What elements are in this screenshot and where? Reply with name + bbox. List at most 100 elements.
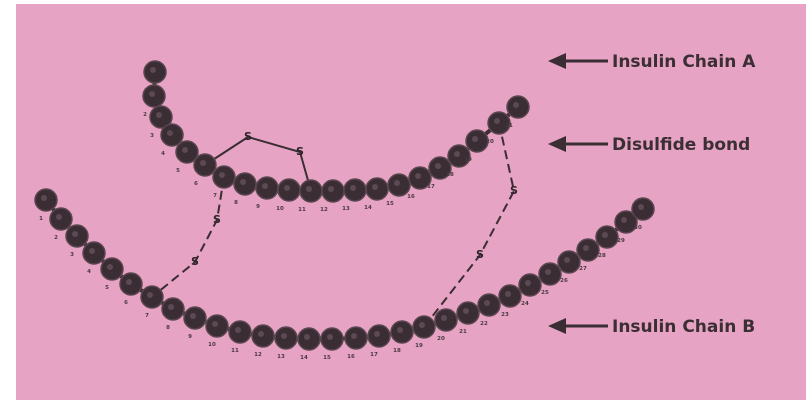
chain-a-residue-highlight xyxy=(513,102,519,108)
chain-a-residue-number: 7 xyxy=(213,193,217,199)
chain-b-residue-number: 28 xyxy=(598,253,606,259)
chain-a-residue-highlight xyxy=(350,185,356,191)
chain-b-residue-highlight xyxy=(327,334,333,340)
chain-a-residue-highlight xyxy=(156,112,162,118)
chain-a-residue-highlight xyxy=(240,179,246,185)
sulfur-atom: S xyxy=(476,248,484,261)
chain-a-residue-highlight xyxy=(219,172,225,178)
chain-b-residue-number: 11 xyxy=(231,348,239,354)
chain-b-residue-number: 16 xyxy=(347,354,355,360)
chain-a-residue-highlight xyxy=(454,151,460,157)
chain-b-residue-highlight xyxy=(351,333,357,339)
chain-b-residue-number: 18 xyxy=(393,348,401,354)
chain-b-residue-highlight xyxy=(56,214,62,220)
chain-b-residue-highlight xyxy=(72,231,78,237)
chain-b-residue-highlight xyxy=(602,232,608,238)
chain-a-residue-highlight xyxy=(200,160,206,166)
chain-a-residue-number: 20 xyxy=(486,139,494,145)
chain-b-residue-number: 13 xyxy=(277,354,285,360)
chain-b-residue-highlight xyxy=(564,257,570,263)
chain-b-residue-number: 19 xyxy=(415,343,423,349)
chain-a-residue-highlight xyxy=(306,186,312,192)
chain-b-residue-number: 12 xyxy=(254,352,262,358)
chain-a-residue-number: 21 xyxy=(505,123,513,129)
chain-a-residue-highlight xyxy=(328,186,334,192)
chain-b-residue-number: 29 xyxy=(617,238,625,244)
chain-b-residue-number: 2 xyxy=(54,235,58,241)
chain-b-residue-number: 26 xyxy=(560,278,568,284)
chain-a-residue-highlight xyxy=(284,185,290,191)
chain-b-residue-number: 4 xyxy=(87,269,91,275)
chain-b-residue-number: 24 xyxy=(521,301,529,307)
label-insulin-chain-b: Insulin Chain B xyxy=(612,317,755,337)
chain-a-residue-number: 3 xyxy=(150,133,154,139)
sulfur-atom: S xyxy=(213,213,221,226)
chain-a-residue-number: 5 xyxy=(176,168,180,174)
label-insulin-chain-a: Insulin Chain A xyxy=(612,52,756,72)
chain-b-residue-number: 21 xyxy=(459,329,467,335)
chain-b-residue-highlight xyxy=(126,279,132,285)
chain-a-residue-number: 15 xyxy=(386,201,394,207)
chain-b-residue-number: 14 xyxy=(300,355,308,361)
chain-a-residue-highlight xyxy=(262,183,268,189)
chain-a-residue-highlight xyxy=(415,173,421,179)
chain-b-residue-highlight xyxy=(212,321,218,327)
chain-a-residue-number: 6 xyxy=(194,181,198,187)
sulfur-atom: S xyxy=(244,130,252,143)
chain-a-residue-number: 8 xyxy=(234,200,238,206)
chain-b-residue-highlight xyxy=(583,245,589,251)
chain-a-residue-number: 14 xyxy=(364,205,372,211)
chain-b-residue-number: 23 xyxy=(501,312,509,318)
chain-b-residue-highlight xyxy=(89,248,95,254)
label-disulfide-bond: Disulfide bond xyxy=(612,135,750,155)
chain-a-residue-highlight xyxy=(494,118,500,124)
chain-b-residue-number: 6 xyxy=(124,300,128,306)
chain-b-residue-number: 5 xyxy=(105,285,109,291)
chain-b-residue-number: 20 xyxy=(437,336,445,342)
chain-b-residue-highlight xyxy=(638,204,644,210)
chain-a-residue-number: 13 xyxy=(342,206,350,212)
sulfur-atom: S xyxy=(510,184,518,197)
chain-b-residue-highlight xyxy=(235,327,241,333)
chain-b-residue-highlight xyxy=(441,315,447,321)
chain-a-residue-number: 17 xyxy=(427,184,435,190)
chain-b-residue-highlight xyxy=(525,280,531,286)
chain-a-residue-number: 16 xyxy=(407,194,415,200)
chain-a-residue-highlight xyxy=(182,147,188,153)
chain-b-residue-number: 3 xyxy=(70,252,74,258)
chain-b-residue-highlight xyxy=(505,291,511,297)
sulfur-atom: S xyxy=(191,255,199,268)
chain-b-residue-number: 7 xyxy=(145,313,149,319)
chain-a-residue-number: 9 xyxy=(256,204,260,210)
chain-a-residue-number: 10 xyxy=(276,206,284,212)
chain-a-residue-number: 11 xyxy=(298,207,306,213)
chain-b-residue-highlight xyxy=(281,333,287,339)
chain-a-residue-highlight xyxy=(472,136,478,142)
chain-a-residue-number: 18 xyxy=(446,172,454,178)
chain-b-residue-number: 15 xyxy=(323,355,331,361)
chain-b-residue-highlight xyxy=(419,322,425,328)
chain-a-residue-highlight xyxy=(149,91,155,97)
chain-b-residue-highlight xyxy=(374,331,380,337)
chain-a-residue-highlight xyxy=(167,130,173,136)
chain-b-residue-number: 1 xyxy=(39,216,43,222)
chain-a-residue-highlight xyxy=(372,184,378,190)
chain-b-residue-number: 17 xyxy=(370,352,378,358)
chain-b-residue-highlight xyxy=(545,269,551,275)
chain-a-residue-highlight xyxy=(435,163,441,169)
chain-b-residue-highlight xyxy=(463,308,469,314)
chain-b-residue-highlight xyxy=(397,327,403,333)
chain-b-residue-number: 30 xyxy=(634,225,642,231)
chain-b-residue-number: 25 xyxy=(541,290,549,296)
chain-b-residue-highlight xyxy=(147,292,153,298)
chain-b-residue-highlight xyxy=(484,300,490,306)
chain-b-residue-highlight xyxy=(168,304,174,310)
chain-b-residue-number: 9 xyxy=(188,334,192,340)
chain-a-residue-number: 4 xyxy=(161,151,165,157)
sulfur-atom: S xyxy=(296,145,304,158)
chain-b-residue-highlight xyxy=(41,195,47,201)
chain-b-residue-highlight xyxy=(107,264,113,270)
chain-a-residue-highlight xyxy=(150,67,156,73)
chain-a-residue-number: 12 xyxy=(320,207,328,213)
